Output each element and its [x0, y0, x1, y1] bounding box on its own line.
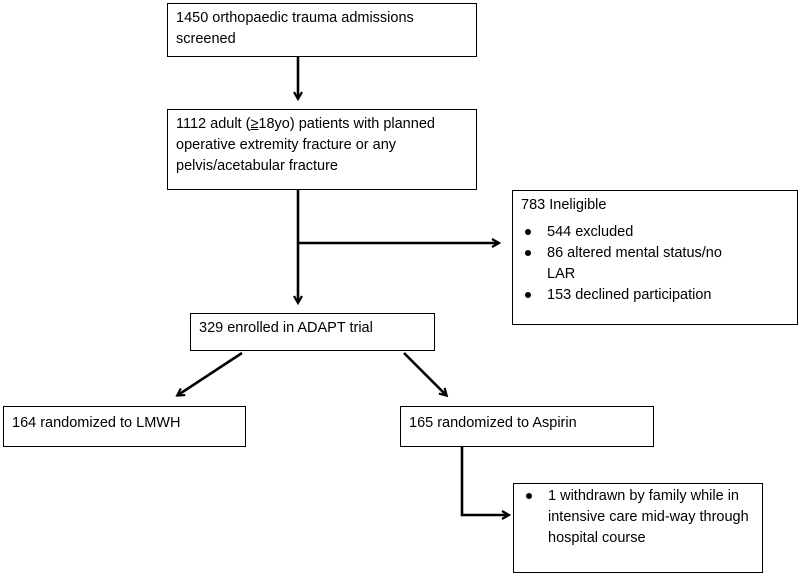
bullet-icon	[525, 229, 531, 235]
ineligible-item-text: 153 declined participation	[547, 287, 712, 303]
enrolled-text: 329 enrolled in ADAPT trial	[199, 320, 373, 336]
arrow-enrolled-to-lmwh	[178, 351, 243, 395]
enrolled-box: 329 enrolled in ADAPT trial	[190, 313, 435, 351]
adult-patients-box: 1112 adult (≥18yo) patients with planned…	[167, 109, 477, 190]
screened-text: 1450 orthopaedic trauma admissions scree…	[176, 10, 414, 47]
ineligible-title: 783 Ineligible	[521, 197, 607, 213]
ineligible-item: 544 excluded	[521, 222, 791, 243]
lmwh-text: 164 randomized to LMWH	[12, 415, 181, 431]
aspirin-text: 165 randomized to Aspirin	[409, 415, 577, 431]
withdrawn-item: 1 withdrawn by family while in intensive…	[522, 486, 756, 549]
arrow-aspirin-to-withdrawn	[460, 447, 508, 515]
withdrawn-list: 1 withdrawn by family while in intensive…	[522, 486, 756, 549]
bullet-icon	[525, 292, 531, 298]
ineligible-item: 86 altered mental status/no LAR	[521, 243, 791, 285]
lmwh-box: 164 randomized to LMWH	[3, 406, 246, 447]
adult-patients-suffix: 18yo) patients with planned operative ex…	[176, 116, 435, 174]
ineligible-item-text: 86 altered mental status/no LAR	[547, 245, 722, 282]
adult-patients-ge-sign: ≥	[250, 116, 259, 132]
ineligible-list: 544 excluded 86 altered mental status/no…	[521, 222, 791, 306]
adult-patients-text: 1112 adult (≥18yo) patients with planned…	[176, 114, 470, 177]
ineligible-item-text: 544 excluded	[547, 224, 634, 240]
adult-patients-prefix: 1112 adult (	[176, 116, 251, 132]
aspirin-box: 165 randomized to Aspirin	[400, 406, 654, 447]
withdrawn-box: 1 withdrawn by family while in intensive…	[513, 483, 763, 573]
bullet-icon	[526, 493, 532, 499]
ineligible-item: 153 declined participation	[521, 285, 791, 306]
ineligible-box: 783 Ineligible 544 excluded 86 altered m…	[512, 190, 798, 325]
bullet-icon	[525, 250, 531, 256]
withdrawn-item-text: 1 withdrawn by family while in intensive…	[548, 488, 749, 546]
arrow-enrolled-to-aspirin	[403, 352, 446, 395]
screened-box: 1450 orthopaedic trauma admissions scree…	[167, 3, 477, 57]
